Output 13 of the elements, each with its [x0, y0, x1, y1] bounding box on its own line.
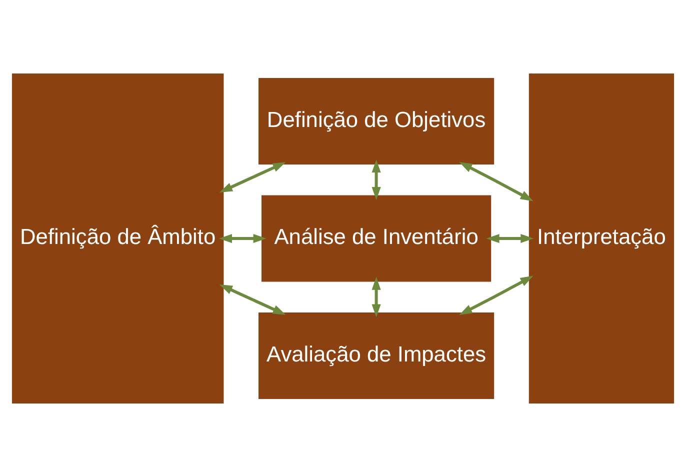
arrow — [372, 159, 381, 200]
node-box: Análise de Inventário — [261, 194, 492, 282]
arrow — [486, 233, 534, 243]
arrow — [219, 284, 286, 314]
arrow — [372, 276, 381, 317]
arrow — [459, 275, 534, 314]
arrow — [219, 162, 286, 192]
node-box: Definição de Objetivos — [258, 77, 494, 164]
node-box: Avaliação de Impactes — [258, 312, 494, 399]
arrow — [219, 233, 266, 243]
node-box: Interpretação — [528, 72, 674, 404]
arrow — [459, 162, 534, 201]
node-box: Definição de Âmbito — [12, 72, 224, 404]
